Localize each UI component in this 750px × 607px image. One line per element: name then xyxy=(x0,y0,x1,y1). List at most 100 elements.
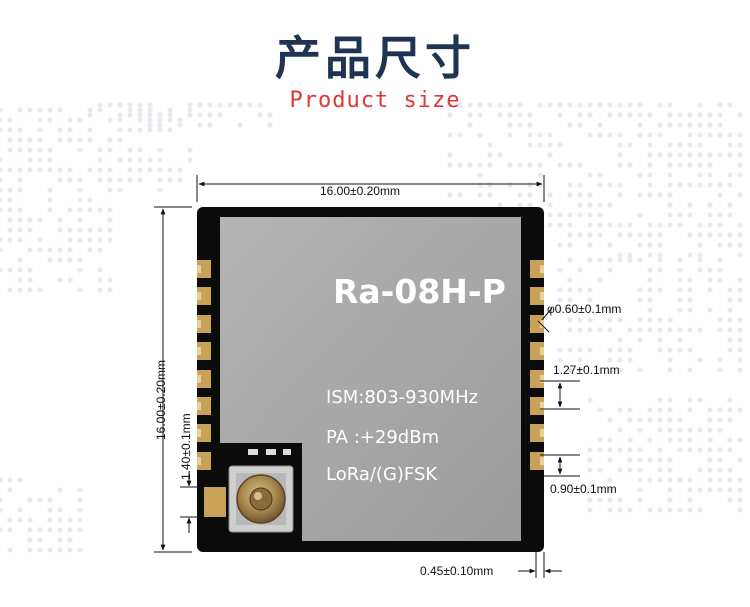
map-dot xyxy=(577,232,583,238)
map-dot xyxy=(667,152,673,158)
map-dot xyxy=(107,167,113,173)
map-dot xyxy=(587,397,593,403)
map-dot xyxy=(727,172,733,178)
map-dot xyxy=(717,447,723,453)
map-dot xyxy=(677,162,683,168)
map-dot xyxy=(527,132,533,138)
map-dot xyxy=(647,277,653,283)
left-pad xyxy=(197,452,211,470)
map-dot xyxy=(697,252,703,258)
map-dot xyxy=(157,117,163,123)
map-dot xyxy=(577,367,583,373)
map-dot xyxy=(107,277,113,283)
map-dot xyxy=(607,437,613,443)
map-dot xyxy=(647,317,653,323)
map-dot xyxy=(677,152,683,158)
map-dot xyxy=(727,182,733,188)
map-dot xyxy=(607,507,613,513)
map-dot xyxy=(197,102,203,108)
map-dot xyxy=(447,162,453,168)
map-dot xyxy=(667,202,673,208)
map-dot xyxy=(577,212,583,218)
map-dot xyxy=(27,267,33,273)
map-dot xyxy=(687,152,693,158)
right-pad xyxy=(530,315,544,333)
map-dot xyxy=(0,127,3,133)
map-dot xyxy=(47,517,53,523)
left-pad-hole xyxy=(197,429,201,437)
map-dot xyxy=(17,217,23,223)
map-dot xyxy=(707,132,713,138)
map-dot xyxy=(687,142,693,148)
map-dot xyxy=(37,117,43,123)
map-dot xyxy=(617,407,623,413)
map-dot xyxy=(727,297,733,303)
map-dot xyxy=(557,267,563,273)
map-dot xyxy=(637,427,643,433)
map-dot xyxy=(597,407,603,413)
map-dot xyxy=(557,112,563,118)
map-dot xyxy=(677,347,683,353)
map-dot xyxy=(27,497,33,503)
width-dimension xyxy=(196,175,545,202)
map-dot xyxy=(617,252,623,258)
map-dot xyxy=(727,347,733,353)
map-dot xyxy=(737,287,743,293)
right-pad xyxy=(530,397,544,415)
map-dot xyxy=(17,227,23,233)
map-dot xyxy=(527,192,533,198)
map-dot xyxy=(687,367,693,373)
map-dot xyxy=(267,122,273,128)
map-dot xyxy=(587,487,593,493)
left-pads xyxy=(197,260,211,470)
left-pad-hole xyxy=(197,292,201,300)
map-dot xyxy=(637,122,643,128)
map-dot xyxy=(627,417,633,423)
map-dot xyxy=(7,127,13,133)
map-dot xyxy=(87,197,93,203)
map-dot xyxy=(0,497,3,503)
right-pad-hole xyxy=(540,402,544,410)
map-dot xyxy=(167,112,173,118)
map-dot xyxy=(707,232,713,238)
map-dot xyxy=(647,142,653,148)
map-dot xyxy=(217,102,223,108)
map-dot xyxy=(597,327,603,333)
map-dot xyxy=(17,167,23,173)
map-dot xyxy=(677,297,683,303)
map-dot xyxy=(17,517,23,523)
map-dot xyxy=(657,507,663,513)
map-dot xyxy=(67,117,73,123)
map-dot xyxy=(667,102,673,108)
map-dot xyxy=(517,102,523,108)
map-dot xyxy=(667,347,673,353)
map-dot xyxy=(727,287,733,293)
map-dot xyxy=(7,527,13,533)
map-dot xyxy=(587,287,593,293)
map-dot xyxy=(637,112,643,118)
map-dot xyxy=(207,112,213,118)
map-dot xyxy=(7,137,13,143)
map-dot xyxy=(657,242,663,248)
width-label: 16.00±0.20mm xyxy=(320,184,400,198)
map-dot xyxy=(737,297,743,303)
map-dot xyxy=(27,157,33,163)
map-dot xyxy=(697,242,703,248)
map-dot xyxy=(697,102,703,108)
map-dot xyxy=(567,327,573,333)
map-dot xyxy=(627,457,633,463)
map-dot xyxy=(7,477,13,483)
map-dot xyxy=(107,102,113,108)
map-dot xyxy=(57,527,63,533)
map-dot xyxy=(737,337,743,343)
map-dot xyxy=(37,247,43,253)
map-dot xyxy=(637,257,643,263)
map-dot xyxy=(647,222,653,228)
map-dot xyxy=(577,202,583,208)
ufl-connector xyxy=(228,465,294,533)
map-dot xyxy=(117,137,123,143)
map-dot xyxy=(87,227,93,233)
map-dot xyxy=(617,152,623,158)
map-dot xyxy=(237,122,243,128)
